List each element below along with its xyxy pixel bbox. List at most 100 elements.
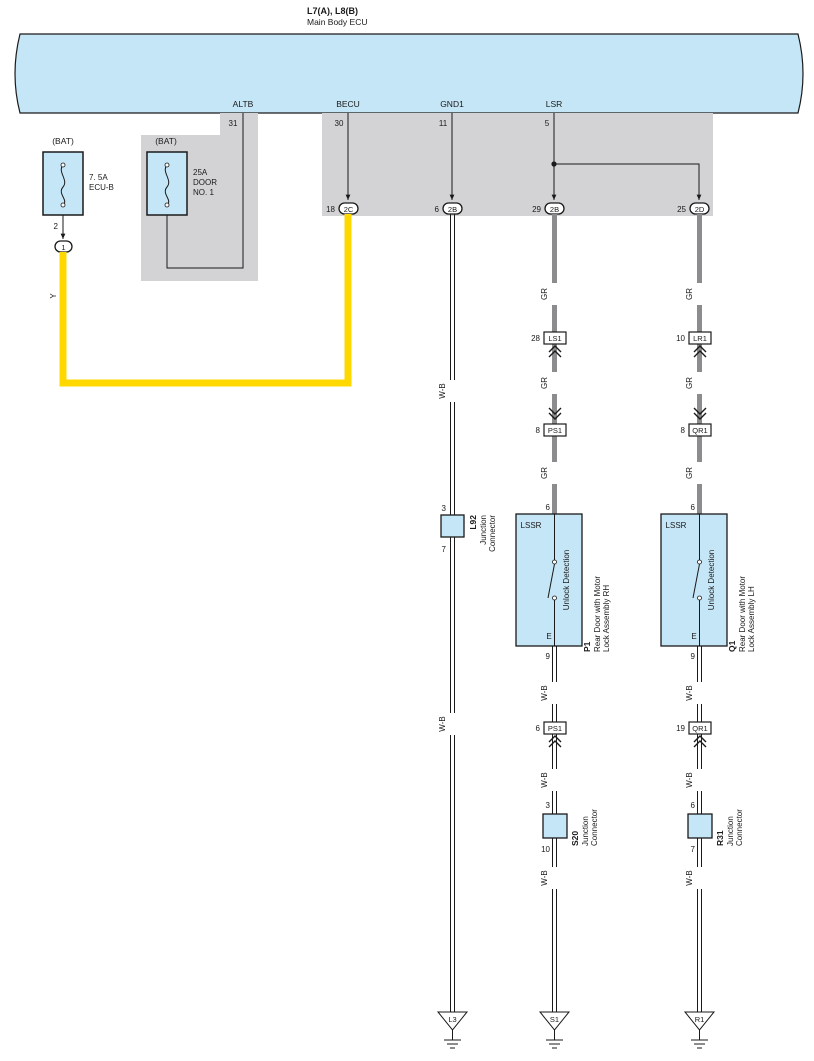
- fuse-door-terminal-top: [164, 162, 170, 168]
- connector-qr1-lower: [688, 721, 712, 735]
- lock-p1-name-2: Lock Assembly RH: [602, 585, 611, 652]
- ecu-connector-2b-gnd-pin: 6: [435, 205, 440, 214]
- ground-l3-label: L3: [448, 1015, 456, 1024]
- connector-ps1-upper-chevron: [548, 407, 562, 420]
- wire-label-gr-lh-1: GR: [685, 288, 694, 300]
- wire-label-bg: [693, 462, 706, 484]
- lock-q1-contact-top: [697, 559, 702, 565]
- wire-label-bg: [548, 283, 561, 305]
- connector-ps1-upper-pin: 8: [536, 426, 541, 435]
- lock-p1-switch: [547, 563, 555, 599]
- wire-yellow-becu: [59, 214, 352, 387]
- ecu-connector-2d-pin: 25: [677, 205, 686, 214]
- connector-qr1-upper: [688, 423, 712, 437]
- wire-label-wb-lh-2: W-B: [685, 772, 694, 787]
- connector-ps1-upper: [543, 423, 567, 437]
- lock-p1-contact-bottom: [552, 595, 557, 601]
- lock-p1-bottom-label: E: [546, 632, 551, 641]
- lock-q1-switch: [692, 563, 700, 599]
- connector-ls1-pin: 28: [531, 334, 540, 343]
- fuse-door-to-altb-wire: [166, 113, 244, 269]
- connector-qr1-upper-id: QR1: [692, 426, 707, 435]
- wire-label-bg: [693, 867, 706, 889]
- lock-p1-pin-in: 6: [546, 503, 551, 512]
- lock-q1-switch-label: Unlock Detection: [707, 550, 716, 610]
- connector-qr1-lower-id: QR1: [692, 724, 707, 733]
- connector-ls1: [543, 331, 567, 345]
- junction-r31-pin-in: 6: [691, 801, 696, 810]
- connector-qr1-upper-chevron: [693, 407, 707, 420]
- fuse-door-terminal-bottom: [164, 202, 170, 208]
- connector-ls1-chevron: [548, 345, 562, 358]
- wire-label-bg: [548, 372, 561, 394]
- lock-q1-contact-bottom: [697, 595, 702, 601]
- ecu-body: [14, 33, 804, 114]
- junction-s20-box: [542, 813, 568, 839]
- pin-name-gnd1: GND1: [440, 99, 464, 109]
- connector-ps1-lower-id: PS1: [548, 724, 562, 733]
- wire-label-bg: [693, 372, 706, 394]
- fuse-ecub-connector-id: 1: [61, 243, 65, 252]
- fuse-door-rating: 25A: [193, 168, 208, 177]
- wire-label-bg: [693, 769, 706, 791]
- lock-p1-code: P1: [582, 641, 592, 652]
- lsr-branch-lead: [554, 163, 702, 200]
- connector-ps1-lower-pin: 6: [536, 724, 541, 733]
- lock-q1-name-2: Lock Assembly LH: [747, 586, 756, 652]
- ecu-connector-2c-id: 2C: [344, 205, 354, 214]
- wire-label-bg: [446, 713, 459, 735]
- pin-name-lsr: LSR: [546, 99, 563, 109]
- fuse-door-name-1: DOOR: [193, 178, 217, 187]
- connector-lr1-pin: 10: [676, 334, 685, 343]
- connector-qr1-lower-pin: 19: [676, 724, 685, 733]
- connector-lr1-chevron: [693, 345, 707, 358]
- junction-l92-name-1: Junction: [479, 515, 488, 545]
- ground-l3-symbol: [436, 1011, 469, 1031]
- wire-label-wb-rh-1: W-B: [540, 685, 549, 700]
- ground-s1-label: S1: [550, 1015, 559, 1024]
- ecu-connector-2c-pin: 18: [326, 205, 335, 214]
- fuse-ecub-terminal-top: [60, 162, 66, 168]
- wire-label-bg: [693, 682, 706, 704]
- wire-label-wb-lh-1: W-B: [685, 685, 694, 700]
- fuse-ecub-terminal-bottom: [60, 202, 66, 208]
- connector-lr1-id: LR1: [693, 334, 707, 343]
- wire-label-gr-lh-2: GR: [685, 377, 694, 389]
- lock-q1-bottom-label: E: [691, 632, 696, 641]
- ecu-title: L7(A), L8(B): [307, 6, 358, 16]
- junction-s20-code: S20: [570, 831, 580, 846]
- wire-label-bg: [548, 867, 561, 889]
- lock-p1-top-label: LSSR: [521, 521, 542, 530]
- ground-r1-label: R1: [695, 1015, 705, 1024]
- pin-number-becu: 30: [335, 119, 344, 128]
- junction-r31-code: R31: [715, 830, 725, 846]
- connector-ps1-lower-chevron: [548, 735, 562, 748]
- ecu-name: Main Body ECU: [307, 17, 367, 27]
- lock-p1-contact-top: [552, 559, 557, 565]
- ground-s1-symbol: [538, 1011, 571, 1031]
- lock-p1-box: [515, 513, 583, 647]
- lock-p1-name-1: Rear Door with Motor: [593, 576, 602, 652]
- fuse-ecub-pin: 2: [54, 222, 59, 231]
- fuse-door-name-2: NO. 1: [193, 188, 214, 197]
- connector-ps1-lower: [543, 721, 567, 735]
- fuse-door-symbol: [164, 164, 170, 206]
- lock-q1-box: [660, 513, 728, 647]
- junction-l92-box: [440, 514, 465, 538]
- junction-s20-pin-out: 10: [541, 845, 550, 854]
- wire-label-wb-rh-3: W-B: [540, 870, 549, 885]
- junction-r31-name-2: Connector: [735, 809, 744, 846]
- pin-name-becu: BECU: [336, 99, 360, 109]
- junction-r31-box: [687, 813, 713, 839]
- lock-q1-pin-in: 6: [691, 503, 696, 512]
- ecu-connector-2b-lsr-pin: 29: [532, 205, 541, 214]
- fuse-ecub-source: (BAT): [52, 136, 74, 146]
- junction-s20-pin-in: 3: [546, 801, 551, 810]
- junction-l92-pin-out: 7: [442, 545, 447, 554]
- wire-label-wb-1: W-B: [438, 383, 447, 398]
- pin-name-altb: ALTB: [233, 99, 254, 109]
- connector-ps1-upper-id: PS1: [548, 426, 562, 435]
- junction-r31-name-1: Junction: [726, 816, 735, 846]
